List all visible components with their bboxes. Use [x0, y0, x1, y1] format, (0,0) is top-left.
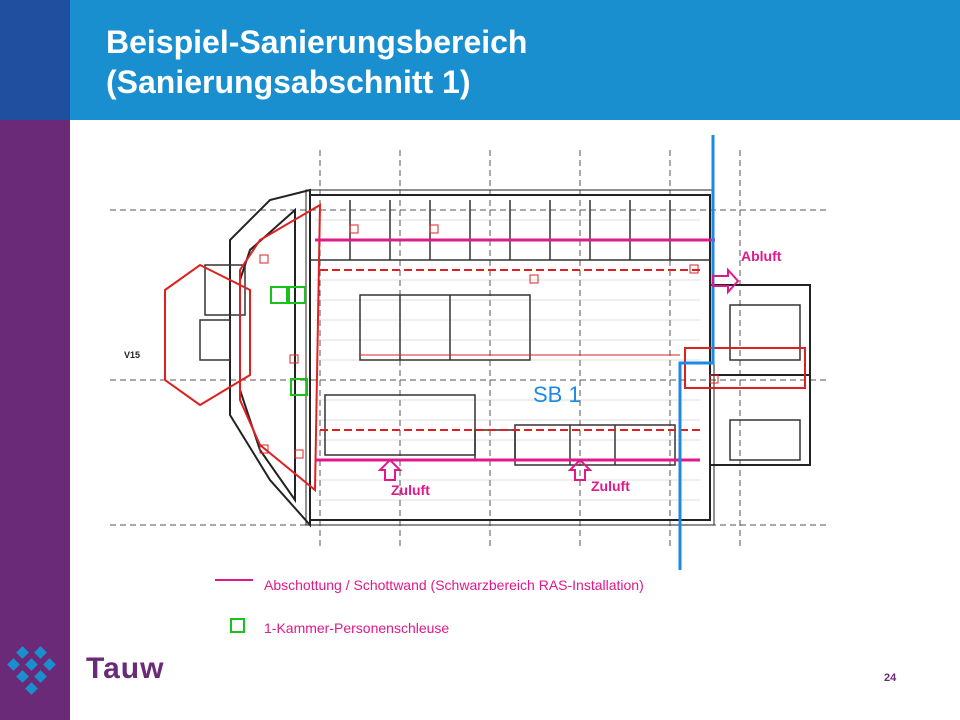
abluft-label: Abluft: [741, 248, 782, 264]
header: Beispiel-Sanierungsbereich (Sanierungsab…: [70, 0, 960, 120]
airlock-legend-swatch: [230, 618, 245, 633]
page-title: Beispiel-Sanierungsbereich (Sanierungsab…: [106, 22, 527, 102]
zuluft-right-label: Zuluft: [591, 478, 630, 494]
page-title-line1: Beispiel-Sanierungsbereich: [106, 24, 528, 60]
sidebar: [0, 0, 70, 720]
room-partitions: [199, 200, 801, 466]
airlock-icon: [270, 286, 308, 396]
barrier-lines: [315, 238, 715, 462]
airflow-arrow-icon: [377, 267, 740, 481]
airlock-legend-label: 1-Kammer-Personenschleuse: [264, 620, 450, 636]
barrier-legend-label: Abschottung / Schottwand (Schwarzbereich…: [264, 577, 644, 593]
brand-name: Tauw: [86, 652, 165, 685]
page-title-line2: (Sanierungsabschnitt 1): [106, 64, 471, 100]
wing-label: V15: [124, 350, 140, 360]
fire-symbols: [259, 224, 719, 459]
fire-zones: [164, 203, 806, 493]
page-number: 24: [884, 672, 897, 684]
barrier-legend-swatch: [215, 579, 253, 581]
floor-plan: Abluft Zuluft Zuluft SB 1 V15: [110, 135, 830, 570]
section-label: SB 1: [533, 382, 581, 407]
logo-icon: [7, 646, 56, 695]
zuluft-left-label: Zuluft: [391, 482, 430, 498]
section-boundary: [678, 135, 715, 570]
sidebar-top: [0, 0, 70, 120]
